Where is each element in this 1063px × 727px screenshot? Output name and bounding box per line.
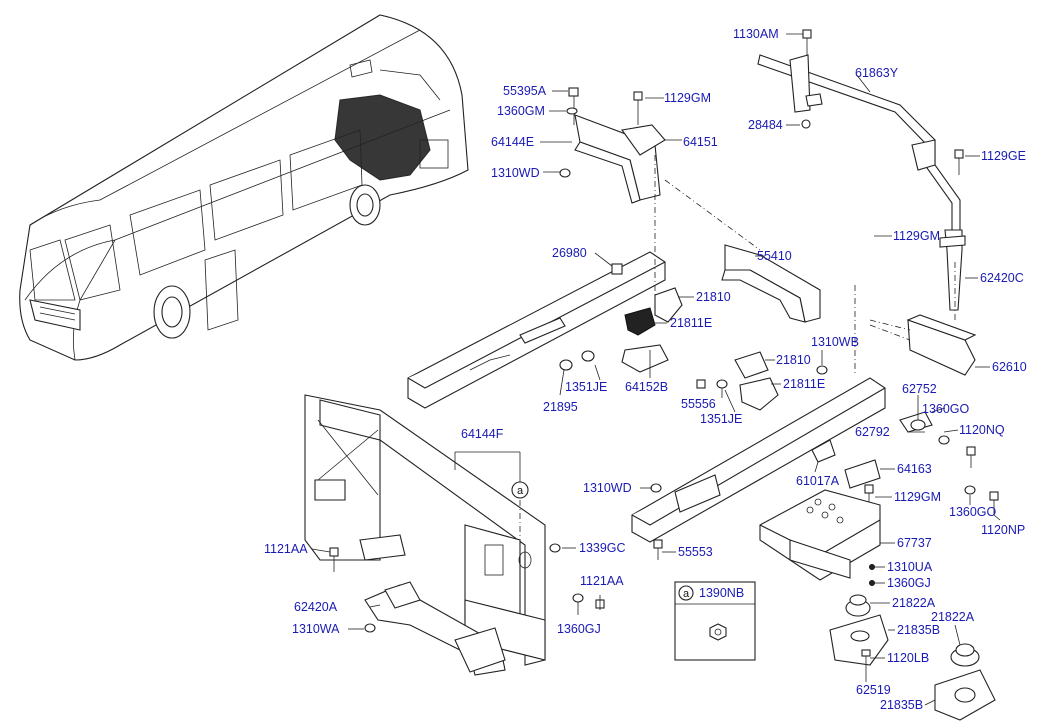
label-28484[interactable]: 28484 [748,118,783,132]
label-64144e[interactable]: 64144E [491,135,534,149]
long-rail-lower [631,285,999,560]
label-1310wd-b[interactable]: 1310WD [583,481,632,495]
leader-lines [311,33,1001,706]
label-1360go-a[interactable]: 1360GO [922,402,970,416]
long-rail-upper [407,155,761,409]
label-21822a-a[interactable]: 21822A [892,596,936,610]
label-21811e-b[interactable]: 21811E [783,377,825,391]
label-1129ge[interactable]: 1129GE [981,149,1026,163]
label-1351je-b[interactable]: 1351JE [700,412,742,426]
label-1339gc[interactable]: 1339GC [579,541,626,555]
label-1310wb[interactable]: 1310WB [811,335,859,349]
label-67737[interactable]: 67737 [897,536,932,550]
label-1129gm-a[interactable]: 1129GM [664,91,711,105]
bracket-64144e [559,87,666,204]
label-62519[interactable]: 62519 [856,683,891,697]
label-62420a[interactable]: 62420A [294,600,338,614]
label-1120nq[interactable]: 1120NQ [959,423,1005,437]
bracket-55410 [721,244,821,323]
plate-67737 [759,489,881,581]
label-1310wa[interactable]: 1310WA [292,622,340,636]
label-1310wd-a[interactable]: 1310WD [491,166,540,180]
label-55395a[interactable]: 55395A [503,84,547,98]
frame-61863y [757,29,966,320]
label-62792[interactable]: 62792 [855,425,890,439]
label-64163[interactable]: 64163 [897,462,932,476]
label-1360gj-b[interactable]: 1360GJ [557,622,601,636]
label-64144f[interactable]: 64144F [461,427,504,441]
label-55556[interactable]: 55556 [681,397,716,411]
label-61017a[interactable]: 61017A [796,474,840,488]
label-21822a-b[interactable]: 21822A [931,610,975,624]
bracket-62610 [869,314,977,376]
label-1121aa-a[interactable]: 1121AA [264,542,308,556]
bracket-62420a [364,581,506,676]
callout-a-main: a [517,485,524,497]
callout-a-box: a [683,588,690,600]
label-1120lb[interactable]: 1120LB [887,651,929,665]
label-1360gm[interactable]: 1360GM [497,104,545,118]
label-1360go-b[interactable]: 1360GO [949,505,997,519]
label-1310ua[interactable]: 1310UA [887,560,933,574]
label-1120np[interactable]: 1120NP [981,523,1025,537]
label-1390nb[interactable]: 1390NB [699,586,744,600]
label-21810-b[interactable]: 21810 [776,353,811,367]
label-26980[interactable]: 26980 [552,246,587,260]
bus-illustration [19,14,469,361]
label-62752[interactable]: 62752 [902,382,937,396]
label-64152b[interactable]: 64152B [625,380,668,394]
label-1129gm-c[interactable]: 1129GM [894,490,941,504]
label-62610[interactable]: 62610 [992,360,1027,374]
label-1129gm-b[interactable]: 1129GM [893,229,940,243]
label-64151[interactable]: 64151 [683,135,718,149]
label-21835b-b[interactable]: 21835B [880,698,923,712]
label-1351je-a[interactable]: 1351JE [565,380,607,394]
label-1360gj-a[interactable]: 1360GJ [887,576,931,590]
mounts [829,564,996,721]
label-62420c[interactable]: 62420C [980,271,1024,285]
inset-1390nb: a [674,581,756,661]
label-21895[interactable]: 21895 [543,400,578,414]
label-61863y[interactable]: 61863Y [855,66,899,80]
part-labels: 1130AM 61863Y 55395A 1129GM 1360GM 28484… [264,27,1027,712]
label-55553[interactable]: 55553 [678,545,713,559]
label-1130am[interactable]: 1130AM [733,27,779,41]
label-55410[interactable]: 55410 [757,249,792,263]
label-21810-a[interactable]: 21810 [696,290,731,304]
label-21811e-a[interactable]: 21811E [670,316,712,330]
label-21835b-a[interactable]: 21835B [897,623,940,637]
label-1121aa-b[interactable]: 1121AA [580,574,624,588]
